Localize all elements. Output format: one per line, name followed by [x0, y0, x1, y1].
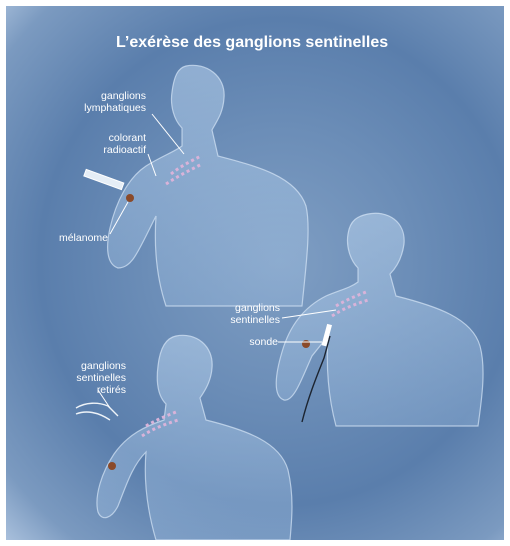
label-removed-nodes: ganglions sentinelles retirés	[46, 360, 126, 396]
forceps-icon	[76, 403, 118, 420]
label-lymph-nodes: ganglions lymphatiques	[58, 90, 146, 114]
figure-3-melanoma	[108, 462, 116, 470]
label-radioactive-dye: colorant radioactif	[58, 132, 146, 156]
diagram-title: L’exérèse des ganglions sentinelles	[116, 34, 496, 52]
anatomy-drawing	[6, 6, 504, 540]
figure-2-melanoma	[302, 340, 310, 348]
label-melanoma: mélanome	[36, 232, 108, 244]
label-probe: sonde	[232, 336, 278, 348]
figure-1-melanoma	[126, 194, 134, 202]
illustration-canvas: L’exérèse des ganglions sentinelles gang…	[6, 6, 504, 540]
figure-3-body	[97, 335, 292, 540]
syringe-icon	[84, 169, 124, 189]
label-sentinel-nodes: ganglions sentinelles	[202, 302, 280, 326]
